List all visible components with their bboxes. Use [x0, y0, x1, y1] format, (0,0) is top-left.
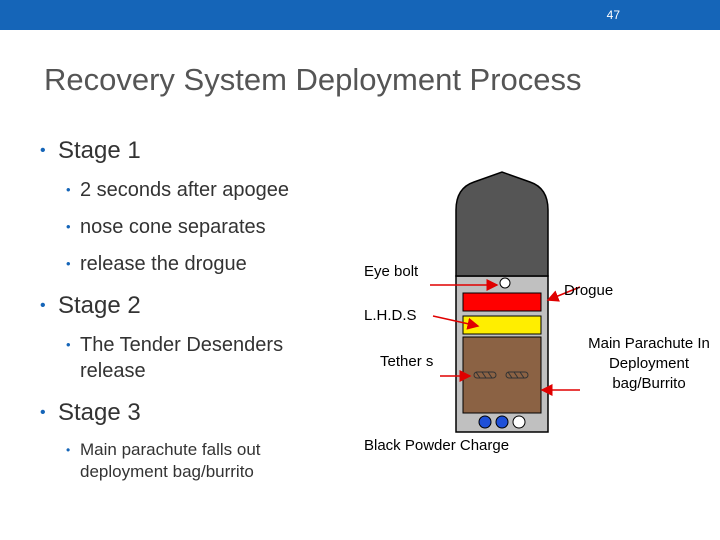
bullet-list: Stage 1 2 seconds after apogee nose cone… [32, 134, 352, 483]
stage-1-item: nose cone separates [32, 214, 352, 240]
nose-cone [455, 171, 549, 277]
main-chute-label: Main Parachute In Deployment bag/Burrito [588, 335, 710, 392]
stage-2-item: The Tender Desenders release [32, 332, 350, 384]
charge-icon [478, 415, 492, 429]
stage-3-item: Main parachute falls out deployment bag/… [32, 439, 340, 483]
stage-1-item: release the drogue [32, 251, 352, 277]
black-powder-label: Black Powder Charge [364, 437, 510, 454]
eye-bolt-label: Eye bolt [364, 263, 419, 280]
stage-1-item: 2 seconds after apogee [32, 177, 352, 203]
charge-icon [495, 415, 509, 429]
lhds-arrow [432, 315, 480, 330]
stage-2-bullet: Stage 2 [32, 289, 352, 322]
header-bar: 47 [0, 0, 720, 30]
main-burrito [462, 336, 542, 414]
charge-icon [512, 415, 526, 429]
drogue-chute [462, 292, 542, 312]
drogue-label: Drogue [564, 282, 614, 299]
stage-3-bullet: Stage 3 [32, 396, 352, 429]
slide-number: 47 [606, 8, 620, 22]
tethers-label: Tether s [380, 353, 434, 370]
lhds-label: L.H.D.S [364, 307, 417, 324]
slide-title: Recovery System Deployment Process [44, 62, 582, 97]
body-tube [455, 275, 549, 433]
tether-icons [473, 371, 529, 379]
eye-bolt-icon [499, 277, 511, 289]
stage-1-bullet: Stage 1 [32, 134, 352, 167]
lhds-device [462, 315, 542, 335]
